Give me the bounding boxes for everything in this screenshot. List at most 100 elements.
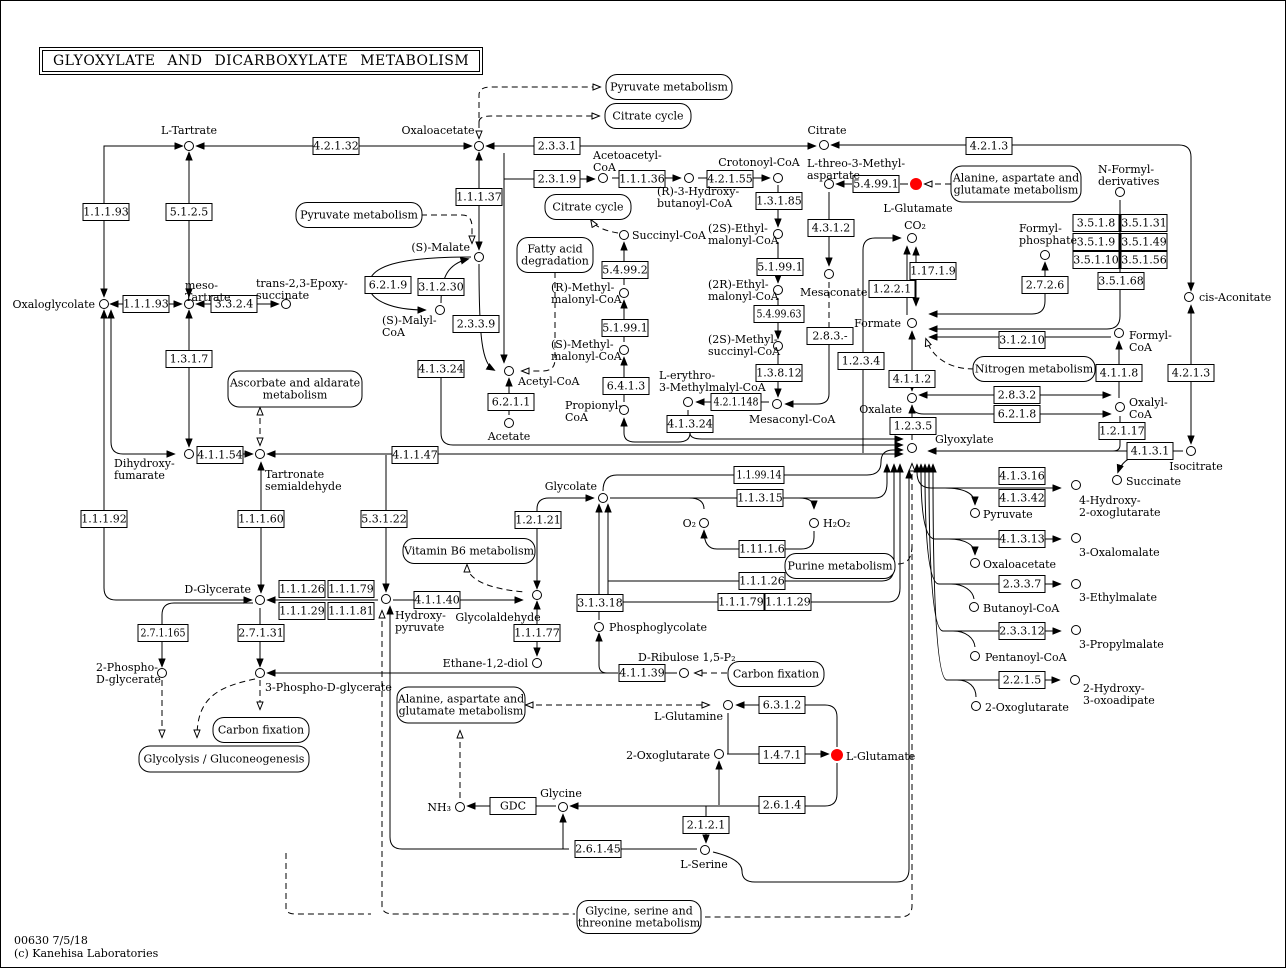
enzyme-box-shape[interactable] [710,393,762,411]
enzyme-box-4.1.3.24[interactable]: 4.1.3.24 [417,360,465,378]
enzyme-box-shape[interactable] [514,511,562,529]
enzyme-box-shape[interactable] [513,624,561,642]
enzyme-box-shape[interactable] [1167,364,1215,382]
enzyme-box-shape[interactable] [733,466,785,484]
enzyme-box-6.2.1.8[interactable]: 6.2.1.8 [993,405,1041,423]
enzyme-box-2.1.2.1[interactable]: 2.1.2.1 [682,816,730,834]
enzyme-box-shape[interactable] [755,192,803,210]
enzyme-box-shape[interactable] [682,816,730,834]
enzyme-box-1.1.1.93[interactable]: 1.1.1.93 [122,295,170,313]
enzyme-box-3.5.1.10[interactable]: 3.5.1.10 [1072,251,1120,269]
enzyme-box-1.1.3.15[interactable]: 1.1.3.15 [736,489,784,507]
pathway-link-box[interactable]: Carbon fixation [727,661,825,687]
enzyme-box-shape[interactable] [165,203,213,221]
enzyme-box-4.1.1.8[interactable]: 4.1.1.8 [1095,364,1143,382]
enzyme-box-5.1.99.1[interactable]: 5.1.99.1 [756,258,804,276]
enzyme-box-2.8.3.-[interactable]: 2.8.3.- [806,327,854,345]
metabolite-node[interactable] [773,285,783,295]
pathway-link-box[interactable]: Pyruvate metabolism [295,202,423,228]
enzyme-box-2.2.1.5[interactable]: 2.2.1.5 [998,671,1046,689]
enzyme-box-shape[interactable] [993,405,1041,423]
enzyme-box-2.3.3.12[interactable]: 2.3.3.12 [998,622,1046,640]
enzyme-box-shape[interactable] [1120,233,1168,251]
metabolite-node[interactable] [824,269,834,279]
metabolite-node[interactable] [281,299,291,309]
enzyme-box-1.1.1.26[interactable]: 1.1.1.26 [738,572,786,590]
pathway-link-shape[interactable] [604,103,692,129]
enzyme-box-shape[interactable] [82,203,130,221]
enzyme-box-1.1.1.79[interactable]: 1.1.1.79 [327,580,375,598]
metabolite-node[interactable] [598,173,608,183]
enzyme-box-shape[interactable] [889,417,937,435]
metabolite-node[interactable] [700,845,710,855]
enzyme-box-1.1.1.92[interactable]: 1.1.1.92 [80,510,128,528]
metabolite-node[interactable] [969,602,979,612]
enzyme-box-1.1.1.29[interactable]: 1.1.1.29 [278,602,326,620]
enzyme-box-shape[interactable] [576,594,624,612]
enzyme-box-shape[interactable] [807,219,855,237]
enzyme-box-GDC[interactable]: GDC [489,797,537,815]
metabolite-node[interactable] [907,318,917,328]
enzyme-box-3.5.1.8[interactable]: 3.5.1.8 [1072,214,1120,232]
enzyme-box-shape[interactable] [1120,251,1168,269]
pathway-link-shape[interactable] [138,745,310,773]
enzyme-box-shape[interactable] [137,624,189,642]
enzyme-box-shape[interactable] [196,446,244,464]
enzyme-box-4.3.1.2[interactable]: 4.3.1.2 [807,219,855,237]
enzyme-box-1.2.3.5[interactable]: 1.2.3.5 [889,417,937,435]
metabolite-node[interactable] [1071,579,1081,589]
enzyme-box-4.2.1.3[interactable]: 4.2.1.3 [965,137,1013,155]
enzyme-box-4.2.1.55[interactable]: 4.2.1.55 [706,170,754,188]
enzyme-box-6.2.1.9[interactable]: 6.2.1.9 [364,276,412,294]
enzyme-box-shape[interactable] [998,575,1046,593]
enzyme-box-2.7.1.31[interactable]: 2.7.1.31 [237,624,285,642]
metabolite-node[interactable] [773,341,783,351]
enzyme-box-2.3.3.9[interactable]: 2.3.3.9 [452,315,500,333]
metabolite-node[interactable] [683,397,693,407]
enzyme-box-shape[interactable] [1072,214,1120,232]
enzyme-box-4.2.1.3[interactable]: 4.2.1.3 [1167,364,1215,382]
metabolite-node[interactable] [970,508,980,518]
pathway-link-shape[interactable] [295,202,423,228]
enzyme-box-1.1.1.93[interactable]: 1.1.1.93 [82,203,130,221]
enzyme-box-shape[interactable] [998,622,1046,640]
enzyme-box-shape[interactable] [738,540,786,558]
enzyme-box-4.1.1.40[interactable]: 4.1.1.40 [413,591,461,609]
enzyme-box-5.1.2.5[interactable]: 5.1.2.5 [165,203,213,221]
metabolite-node[interactable] [1114,328,1124,338]
enzyme-box-2.7.1.165[interactable]: 2.7.1.165 [137,624,189,642]
enzyme-box-shape[interactable] [755,364,803,382]
metabolite-node[interactable] [970,651,980,661]
pathway-link-box[interactable]: Citrate cycle [544,194,632,220]
metabolite-node[interactable] [184,141,194,151]
enzyme-box-2.7.2.6[interactable]: 2.7.2.6 [1021,276,1069,294]
metabolite-node[interactable] [558,802,568,812]
enzyme-box-shape[interactable] [909,262,957,280]
metabolite-node[interactable] [819,140,829,150]
metabolite-node-highlighted[interactable] [910,178,922,190]
enzyme-box-2.3.3.7[interactable]: 2.3.3.7 [998,575,1046,593]
enzyme-box-1.2.1.17[interactable]: 1.2.1.17 [1098,422,1146,440]
enzyme-box-1.4.7.1[interactable]: 1.4.7.1 [758,746,806,764]
metabolite-node[interactable] [824,179,834,189]
enzyme-box-shape[interactable] [852,175,900,193]
enzyme-box-shape[interactable] [452,315,500,333]
enzyme-box-shape[interactable] [533,137,581,155]
enzyme-box-shape[interactable] [574,840,622,858]
enzyme-box-2.8.3.2[interactable]: 2.8.3.2 [993,386,1041,404]
enzyme-box-shape[interactable] [278,580,326,598]
metabolite-node[interactable] [1112,475,1122,485]
enzyme-box-1.1.1.79[interactable]: 1.1.1.79 [717,593,765,611]
enzyme-box-shape[interactable] [998,671,1046,689]
enzyme-box-shape[interactable] [312,137,360,155]
metabolite-node[interactable] [598,493,608,503]
enzyme-box-1.1.1.37[interactable]: 1.1.1.37 [455,188,503,206]
enzyme-box-4.1.3.13[interactable]: 4.1.3.13 [998,530,1046,548]
metabolite-node[interactable] [619,288,629,298]
metabolite-node[interactable] [619,405,629,415]
enzyme-box-shape[interactable] [756,258,804,276]
enzyme-box-2.6.1.45[interactable]: 2.6.1.45 [574,840,622,858]
enzyme-box-shape[interactable] [278,602,326,620]
metabolite-node-highlighted[interactable] [831,749,843,761]
